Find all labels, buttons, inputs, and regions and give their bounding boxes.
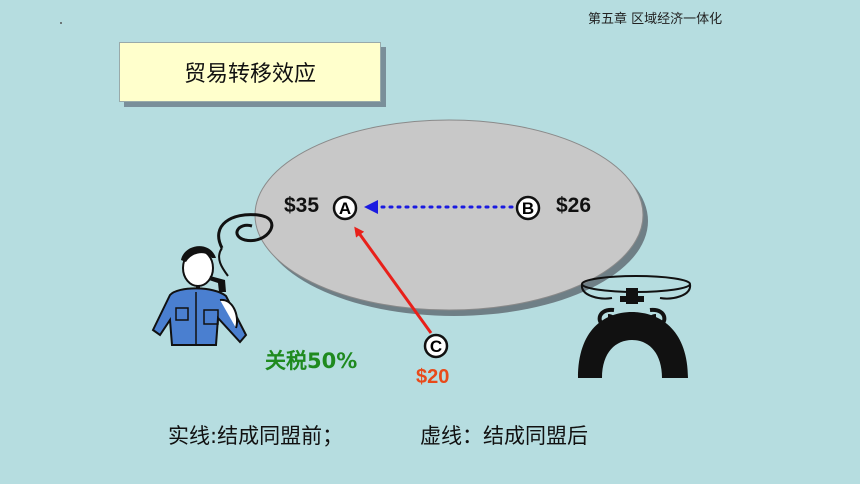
node-b-label: B <box>522 199 534 218</box>
node-b: B <box>515 195 541 221</box>
price-b: $26 <box>556 194 592 217</box>
node-c: C <box>423 333 449 359</box>
slide-title: 贸易转移效应 <box>119 42 381 102</box>
dashed-arrow-head <box>364 200 378 214</box>
dashed-line-note: 虚线：结成同盟后 <box>420 424 588 448</box>
solid-arrow-c-to-a <box>354 226 433 334</box>
price-c: $20 <box>416 366 450 388</box>
chapter-header: 第五章 区域经济一体化 <box>588 12 723 27</box>
node-a-label: A <box>339 199 351 218</box>
node-a: A <box>332 195 358 221</box>
decorative-dot <box>60 22 62 24</box>
node-c-label: C <box>430 337 442 356</box>
scale-icon <box>578 275 692 378</box>
man-with-pipe-icon <box>151 213 274 346</box>
price-a: $35 <box>284 194 320 217</box>
tariff-label: 关税50% <box>265 349 358 373</box>
solid-line-note: 实线:结成同盟前； <box>168 424 344 448</box>
